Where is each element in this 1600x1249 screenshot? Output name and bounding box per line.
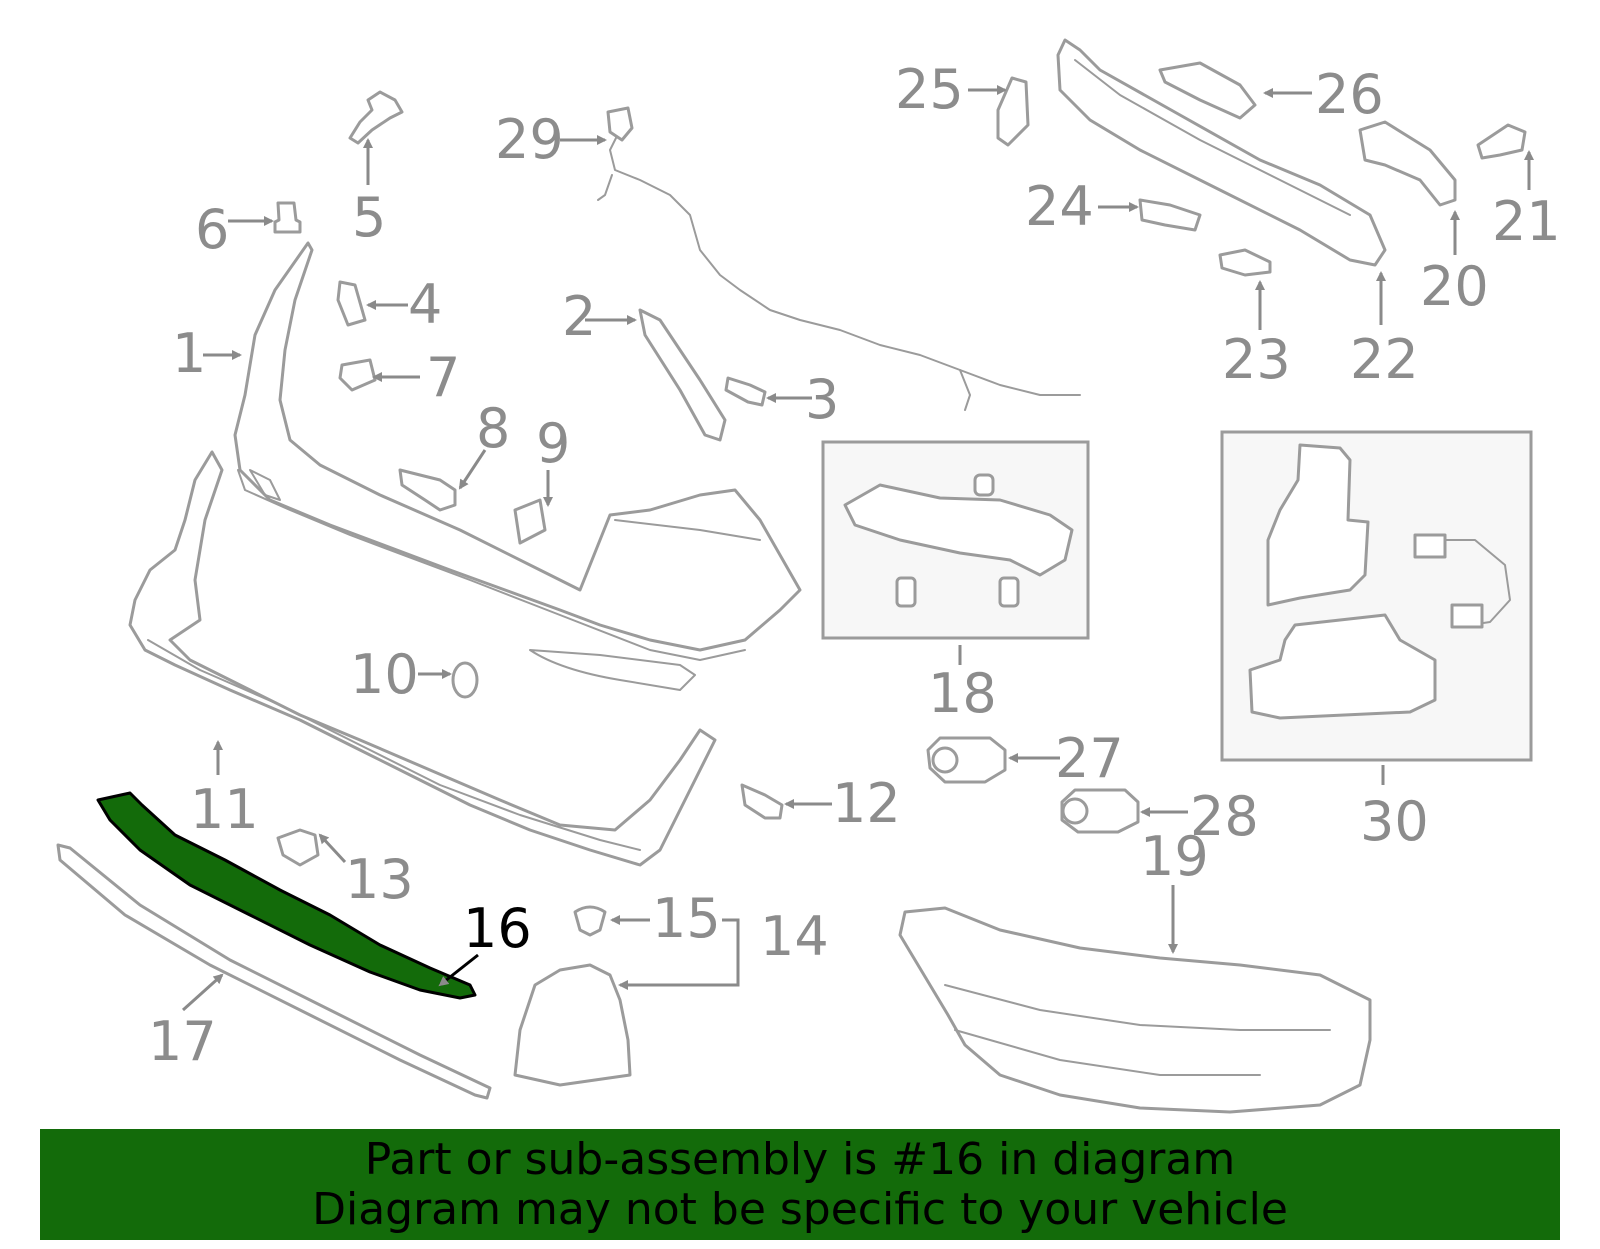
callout-23: 23 [1222, 328, 1291, 391]
callout-14: 14 [760, 905, 829, 968]
callout-12: 12 [832, 772, 901, 835]
callout-13: 13 [345, 848, 414, 911]
part-16-highlighted[interactable] [96, 791, 477, 1000]
part-19-bezel[interactable] [898, 906, 1372, 1114]
part-4-bracket[interactable] [336, 280, 367, 327]
callout-8: 8 [476, 397, 510, 460]
callout-10: 10 [350, 643, 419, 706]
callout-29: 29 [495, 108, 564, 171]
part-29-wiring-harness[interactable] [597, 106, 1081, 411]
callout-25: 25 [895, 58, 964, 121]
part-8-screw[interactable] [398, 468, 457, 512]
callout-2: 2 [562, 285, 596, 348]
callout-16: 16 [463, 897, 532, 960]
callout-4: 4 [408, 273, 442, 336]
callout-28: 28 [1190, 785, 1259, 848]
part-15-clip[interactable] [573, 905, 607, 937]
callout-labels: 1 2 3 4 5 6 7 8 9 10 11 12 13 14 15 16 1… [148, 58, 1561, 1073]
part-24-bracket[interactable] [1138, 198, 1202, 232]
callout-3: 3 [805, 368, 839, 431]
banner-line-2: Diagram may not be specific to your vehi… [312, 1183, 1288, 1235]
part-11-lower-bumper[interactable] [128, 450, 717, 867]
part-1-bumper-cover[interactable] [233, 241, 802, 691]
part-7-clip[interactable] [338, 358, 377, 392]
part-9-label[interactable] [513, 498, 547, 545]
banner-line-1: Part or sub-assembly is #16 in diagram [364, 1133, 1236, 1185]
callout-26: 26 [1315, 63, 1384, 126]
part-14-bracket[interactable] [513, 963, 632, 1087]
part-3-screw[interactable] [724, 376, 767, 407]
part-5-clip[interactable] [348, 90, 404, 145]
callout-17: 17 [148, 1010, 217, 1073]
callout-1: 1 [172, 322, 206, 385]
part-2-bracket[interactable] [638, 308, 727, 442]
part-25-bracket[interactable] [996, 76, 1030, 147]
part-10-cap[interactable] [451, 661, 479, 699]
part-28-sensor[interactable] [1060, 788, 1140, 834]
callout-5: 5 [352, 186, 386, 249]
leader-arrows [181, 85, 1534, 1012]
part-12-screw[interactable] [740, 783, 784, 820]
callout-18: 18 [928, 662, 997, 725]
part-27-sensor[interactable] [926, 736, 1007, 784]
part-13-cap[interactable] [276, 828, 320, 867]
callout-27: 27 [1055, 727, 1124, 790]
part-21-bolt[interactable] [1476, 123, 1527, 160]
callout-24: 24 [1025, 175, 1094, 238]
part-23-bracket[interactable] [1218, 248, 1272, 277]
callout-7: 7 [426, 346, 460, 409]
callout-11: 11 [190, 778, 259, 841]
callout-21: 21 [1492, 190, 1561, 253]
callout-6: 6 [195, 198, 229, 261]
callout-20: 20 [1420, 255, 1489, 318]
callout-30: 30 [1360, 790, 1429, 853]
part-6-nut[interactable] [273, 201, 302, 234]
box-30-module-assembly[interactable] [1220, 430, 1533, 762]
info-banner: Part or sub-assembly is #16 in diagram D… [40, 1129, 1560, 1240]
box-18-reflector-assembly[interactable] [821, 440, 1090, 640]
part-22-reinforcement[interactable] [1056, 38, 1387, 267]
callout-22: 22 [1350, 328, 1419, 391]
callout-15: 15 [652, 887, 721, 950]
callout-19: 19 [1140, 825, 1209, 888]
part-26-bracket[interactable] [1158, 61, 1257, 120]
part-17-molding[interactable] [56, 843, 492, 1100]
callout-9: 9 [536, 412, 570, 475]
part-20-bracket[interactable] [1358, 120, 1457, 207]
